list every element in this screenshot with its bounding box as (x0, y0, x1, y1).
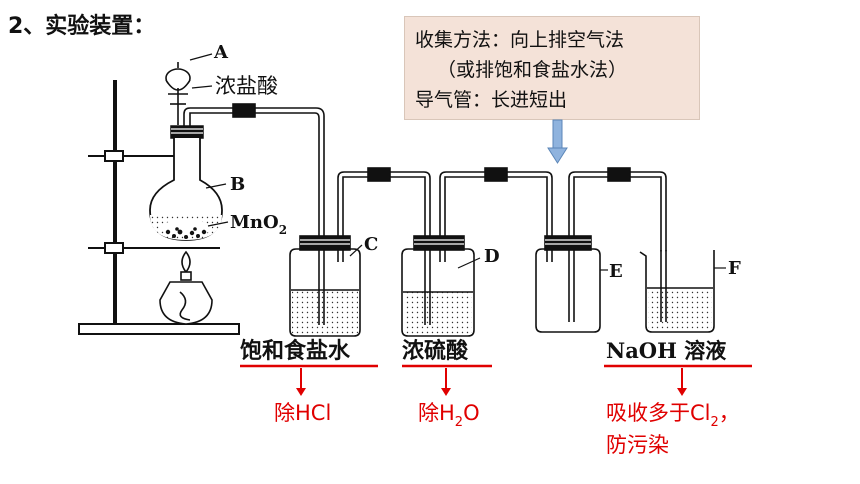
label-conc-hcl: 浓盐酸 (215, 74, 278, 98)
beaker-f (639, 250, 715, 333)
down-arrow-icon (547, 119, 568, 164)
note-absorb-cl2: 吸收多于Cl2， (606, 401, 740, 430)
label-b: B (230, 174, 245, 195)
tube-d-e (439, 167, 553, 262)
note-remove-hcl: 除HCl (274, 401, 331, 425)
info-line-2: （或排饱和食盐水法） (437, 59, 628, 81)
reagent-conc-sulfuric: 浓硫酸 (402, 338, 469, 364)
flask-stopper (170, 125, 204, 139)
iron-stand (78, 80, 240, 335)
collection-bottle-e (535, 235, 601, 333)
slide-title: 2、实验装置： (8, 14, 156, 39)
note-remove-water: 除H2O (418, 401, 480, 430)
tube-e-f (568, 167, 667, 322)
red-arrows (296, 368, 687, 396)
separatory-funnel (165, 62, 191, 125)
reagent-saturated-brine: 饱和食盐水 (240, 338, 351, 364)
info-line-3: 导气管：长进短出 (415, 89, 568, 111)
label-mno2: MnO2 (230, 212, 287, 237)
wash-bottle-d (401, 235, 475, 337)
tube-c-d (337, 167, 431, 250)
alcohol-lamp (159, 250, 213, 325)
label-a: A (213, 42, 229, 63)
label-c: C (364, 234, 378, 255)
reagent-naoh: NaOH 溶液 (606, 338, 726, 363)
label-e: E (609, 261, 623, 282)
collection-info-box: 收集方法：向上排空气法 （或排饱和食盐水法） 导气管：长进短出 (404, 16, 700, 120)
mno2-solid (165, 227, 207, 239)
info-line-1: 收集方法：向上排空气法 (415, 29, 625, 51)
wash-bottle-c (289, 235, 361, 337)
delivery-tube-b-c (183, 103, 325, 250)
round-bottom-flask (149, 138, 223, 241)
label-d: D (484, 246, 500, 267)
note-prevent-pollution: 防污染 (606, 433, 669, 457)
label-leaders (189, 53, 726, 271)
label-f: F (728, 258, 741, 279)
